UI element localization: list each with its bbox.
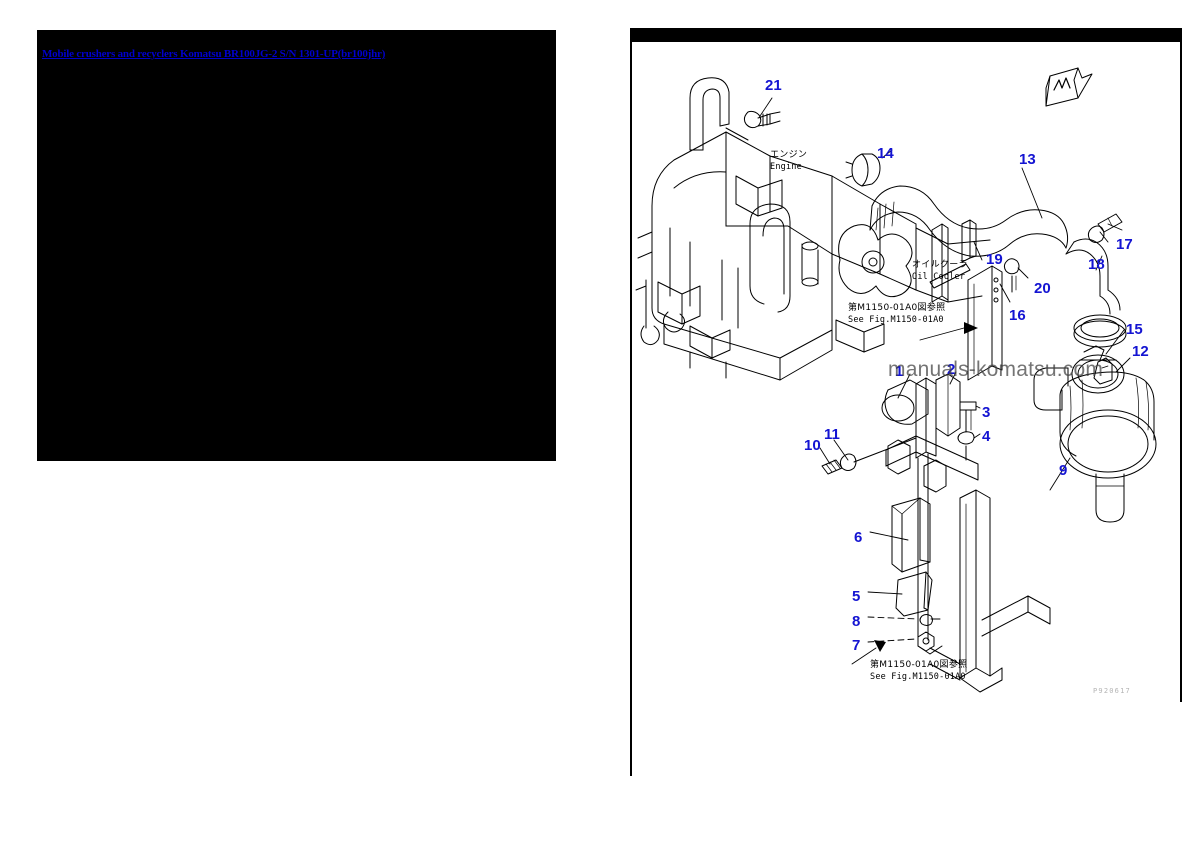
callout-16[interactable]: 16 xyxy=(1009,307,1026,324)
callout-1[interactable]: 1 xyxy=(895,363,904,380)
callout-21[interactable]: 21 xyxy=(765,77,782,94)
note-see-fig-upper-jp: 第M1150-01A0図参照 xyxy=(848,303,946,313)
note-oil-cooler-jp: オイルクーラ xyxy=(912,260,968,270)
callout-5[interactable]: 5 xyxy=(852,588,861,605)
callout-15[interactable]: 15 xyxy=(1126,321,1143,338)
note-oil-cooler-en: Oil Cooler xyxy=(912,272,966,282)
callout-6[interactable]: 6 xyxy=(854,529,863,546)
frame-right-rule xyxy=(1180,42,1182,702)
callout-11[interactable]: 11 xyxy=(824,426,840,443)
document-preview-panel[interactable] xyxy=(37,30,556,461)
callout-4[interactable]: 4 xyxy=(982,428,991,445)
callout-20[interactable]: 20 xyxy=(1034,280,1051,297)
sheet-code: P920617 xyxy=(1093,687,1131,695)
frame-top-bar xyxy=(630,28,1182,42)
note-see-fig-lower-jp: 第M1150-01A0図参照 xyxy=(870,660,968,670)
note-engine-en: Engine xyxy=(770,162,802,172)
callout-14[interactable]: 14 xyxy=(877,145,894,162)
document-title-link[interactable]: Mobile crushers and recyclers Komatsu BR… xyxy=(42,48,386,60)
callout-9[interactable]: 9 xyxy=(1059,462,1068,479)
callout-17[interactable]: 17 xyxy=(1116,236,1133,253)
note-see-fig-lower-en: See Fig.M1150-01A0 xyxy=(870,672,966,682)
callout-12[interactable]: 12 xyxy=(1132,343,1149,360)
callout-8[interactable]: 8 xyxy=(852,613,861,630)
note-see-fig-upper-en: See Fig.M1150-01A0 xyxy=(848,315,944,325)
callout-7[interactable]: 7 xyxy=(852,637,861,654)
parts-diagram-panel: オイルクーラ Oil Cooler 第M1150-01A0図参照 See Fig… xyxy=(630,28,1182,776)
callout-18[interactable]: 18 xyxy=(1088,256,1105,273)
callout-10[interactable]: 10 xyxy=(804,437,821,454)
note-engine-jp: エンジン xyxy=(770,150,808,160)
parts-line-art xyxy=(635,67,1157,693)
callout-19[interactable]: 19 xyxy=(986,251,1003,268)
frame-left-rule xyxy=(630,28,632,776)
callout-3[interactable]: 3 xyxy=(982,404,991,421)
callout-13[interactable]: 13 xyxy=(1019,151,1036,168)
callout-2[interactable]: 2 xyxy=(947,361,956,378)
